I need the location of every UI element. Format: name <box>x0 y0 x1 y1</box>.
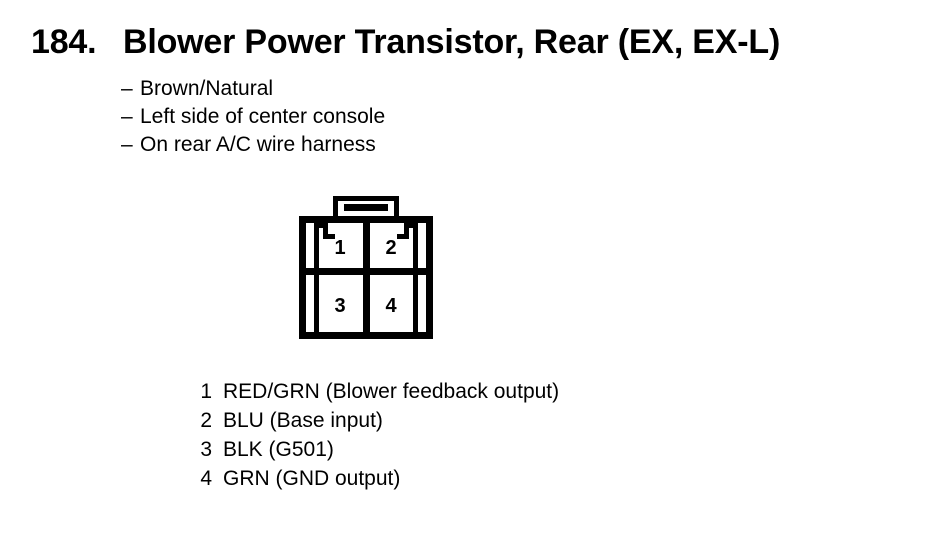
connector-cavity-3-number: 3 <box>334 295 346 317</box>
page-title-number: 184. <box>31 23 97 61</box>
list-item: 2 BLU (Base input) <box>190 406 559 435</box>
dash-bullet-icon: – <box>121 105 133 128</box>
connector-notch-step-right <box>404 223 409 239</box>
dash-bullet-icon: – <box>121 77 133 100</box>
pin-number: 1 <box>200 380 212 403</box>
pin-description: RED/GRN (Blower feedback output) <box>223 380 560 403</box>
connector-cavity-4-number: 4 <box>385 295 397 317</box>
pin-legend-list: 1 RED/GRN (Blower feedback output) 2 BLU… <box>190 377 559 493</box>
pin-number: 2 <box>200 409 212 432</box>
connector-latch-tab-icon <box>333 196 399 219</box>
list-item: 3 BLK (G501) <box>190 435 559 464</box>
list-item: – Brown/Natural <box>121 75 385 103</box>
note-text: Left side of center console <box>140 105 386 128</box>
connector-right-rail <box>413 223 418 332</box>
pin-description: GRN (GND output) <box>223 467 401 490</box>
connector-notch-step-left <box>323 223 328 239</box>
connector-left-rail <box>314 223 319 332</box>
list-item: 1 RED/GRN (Blower feedback output) <box>190 377 559 406</box>
page-title-text: Blower Power Transistor, Rear (EX, EX-L) <box>123 23 781 61</box>
page-title: 184. Blower Power Transistor, Rear (EX, E… <box>31 20 780 64</box>
connector-notch-ledge-left <box>323 234 335 239</box>
connector-vertical-divider <box>363 216 370 339</box>
connector-diagram: 1 2 3 4 <box>299 196 439 344</box>
note-text: Brown/Natural <box>140 77 274 100</box>
connector-notch-ledge-right <box>397 234 409 239</box>
note-text: On rear A/C wire harness <box>140 133 376 156</box>
connector-notch-top-right <box>404 223 418 228</box>
list-item: – Left side of center console <box>121 103 385 131</box>
connector-cavity-2-number: 2 <box>385 237 397 259</box>
connector-notch-top-left <box>314 223 328 228</box>
connector-latch-slot-icon <box>344 204 388 211</box>
list-item: – On rear A/C wire harness <box>121 131 385 159</box>
dash-bullet-icon: – <box>121 133 133 156</box>
connector-notes-list: – Brown/Natural – Left side of center co… <box>121 75 385 159</box>
pin-number: 3 <box>200 438 212 461</box>
pin-description: BLK (G501) <box>223 438 334 461</box>
pin-number: 4 <box>200 467 212 490</box>
list-item: 4 GRN (GND output) <box>190 464 559 493</box>
connector-cavity-1-number: 1 <box>334 237 346 259</box>
pin-description: BLU (Base input) <box>223 409 383 432</box>
